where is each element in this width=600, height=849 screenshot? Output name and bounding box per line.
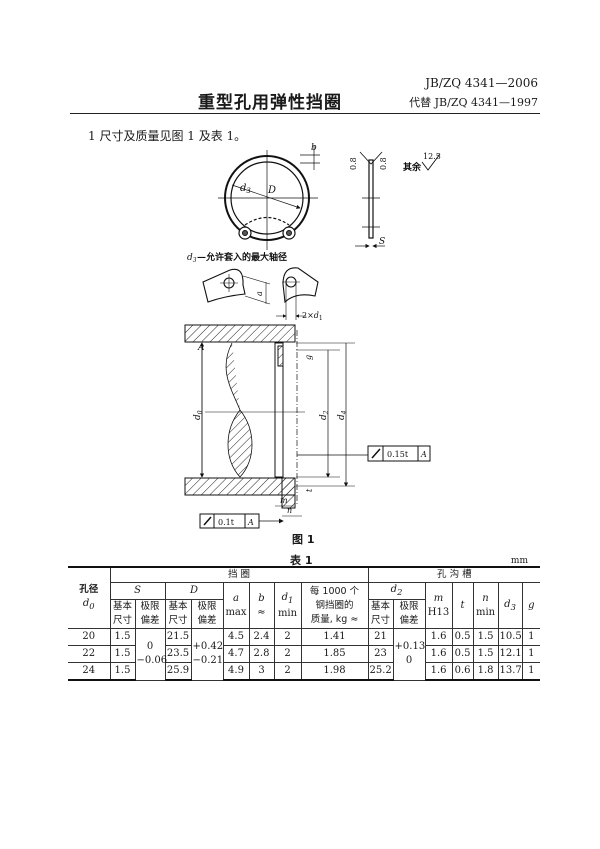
group-header-groove: 孔 沟 槽 — [367, 566, 541, 583]
table-unit: mm — [510, 556, 528, 566]
label-d2: d2 — [319, 410, 330, 420]
header-t: t — [451, 582, 474, 629]
header-divider — [70, 113, 540, 114]
roughness-rest-label: 其余 — [403, 161, 422, 173]
header-d2: d2 — [367, 582, 426, 600]
header-D: D — [164, 582, 224, 600]
header-mass: 每 1000 个钢挡圈的质量, kg ≈ — [300, 582, 369, 629]
svg-text:A: A — [247, 518, 254, 527]
header-S-limit: 极限偏差 — [134, 599, 166, 629]
tolerance-frame-upper: 0.15t A — [367, 445, 431, 462]
header-D-limit: 极限偏差 — [190, 599, 224, 629]
group-header-ring: 挡 圈 — [109, 566, 369, 583]
svg-text:0.1t: 0.1t — [218, 518, 235, 527]
label-a: a — [255, 291, 264, 296]
d3-note-symbol: d3 — [187, 253, 197, 264]
label-m: m — [280, 496, 288, 505]
intro-paragraph: 1 尺寸及质量见图 1 及表 1。 — [88, 129, 247, 143]
header-bore: 孔径 d0 — [68, 566, 111, 629]
label-b: b — [311, 143, 317, 153]
figure-1-drawing: b d3 D 0.8 0.8 S 其余 12.5 d3 —允许套入的最大轴径 a… — [184, 143, 441, 529]
table-row: 22 1.5 23.5 4.7 2.8 2 1.85 23 1.6 0.5 1.… — [68, 645, 541, 663]
runout-icon — [371, 448, 381, 459]
header-d3: d3 — [497, 582, 523, 629]
tolerance-frame-lower: 0.1t A — [199, 513, 284, 529]
header-S-basic: 基本尺寸 — [109, 599, 136, 629]
table-caption: 表 1 — [290, 554, 313, 567]
header-b: b≈ — [248, 582, 275, 629]
document-title: 重型孔用弹性挡圈 — [198, 93, 342, 113]
svg-text:0.15t: 0.15t — [387, 450, 409, 459]
header-D-basic: 基本尺寸 — [164, 599, 192, 629]
label-S: S — [379, 237, 385, 247]
S-tolerance: 0−0.06 — [134, 628, 167, 681]
label-g: g — [304, 355, 313, 360]
table-row: 24 1.5 25.9 4.9 3 2 1.98 25.2 1.6 0.6 1.… — [68, 662, 541, 681]
label-D: D — [267, 185, 276, 196]
label-t: t — [305, 488, 314, 492]
header-d2-limit: 极限偏差 — [392, 599, 426, 629]
figure-caption: 图 1 — [292, 533, 315, 546]
standard-code: JB/ZQ 4341—2006 — [425, 76, 538, 90]
svg-text:A: A — [420, 450, 427, 459]
roughness-left: 0.8 — [349, 157, 358, 170]
label-d0: d0 — [193, 410, 204, 420]
lug-detail-view — [202, 267, 319, 320]
header-S: S — [109, 582, 166, 600]
runout-icon — [203, 516, 212, 526]
roughness-rest-value: 12.5 — [423, 152, 441, 161]
groove-section-view — [184, 324, 370, 517]
ring-side-view — [355, 151, 385, 249]
roughness-icon — [421, 153, 441, 171]
label-d3: d3 — [240, 183, 251, 195]
label-n: n — [287, 506, 292, 515]
datum-A: A — [197, 343, 205, 353]
d3-note-text: —允许套入的最大轴径 — [197, 251, 287, 263]
label-d4: d4 — [337, 410, 348, 420]
table-row: 20 1.5 0−0.06 21.5 +0.42−0.21 4.5 2.4 2 … — [68, 628, 541, 681]
header-d2-basic: 基本尺寸 — [367, 599, 394, 629]
header-g: g — [521, 582, 541, 629]
replaced-standard: 代替 JB/ZQ 4341—1997 — [409, 96, 538, 109]
ring-front-view — [218, 145, 320, 250]
D-tolerance: +0.42−0.21 — [190, 628, 224, 681]
label-2xd1: 2×d1 — [302, 311, 323, 322]
roughness-right: 0.8 — [379, 157, 388, 170]
